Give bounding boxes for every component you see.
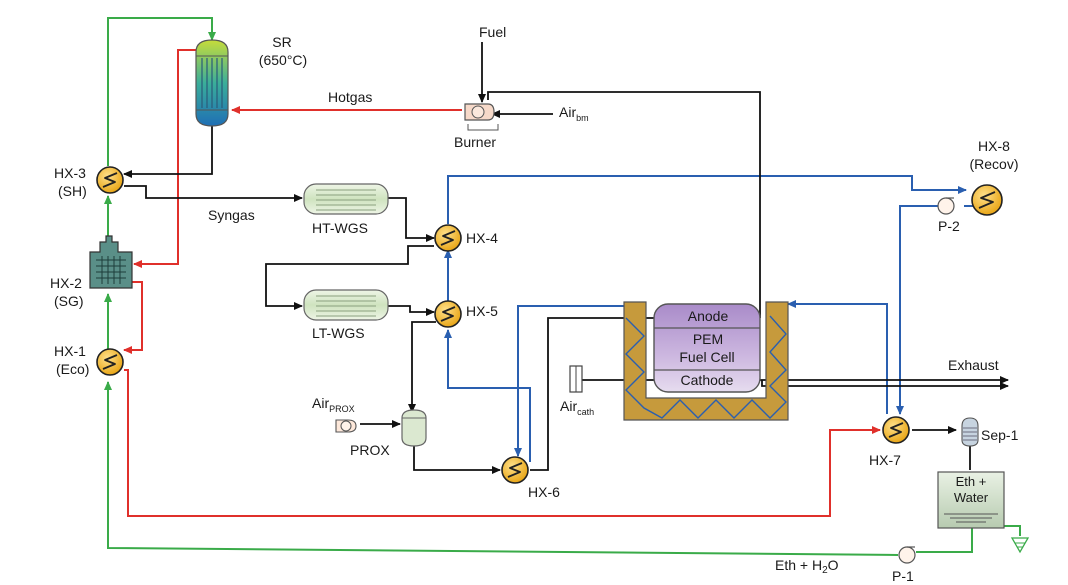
tank-to-p1-line xyxy=(916,528,973,553)
air-prox-label: AirPROX xyxy=(312,395,355,414)
p2-to-hx7-line xyxy=(896,205,946,415)
hx4-to-ltwgs-line xyxy=(265,245,434,310)
sr-name-label: SR xyxy=(272,34,292,50)
hx2-role-label: (SG) xyxy=(54,293,84,309)
burner-icon[interactable] xyxy=(464,103,499,131)
lt-wgs-label: LT-WGS xyxy=(312,325,365,341)
hx3-to-sr-line xyxy=(107,17,216,166)
hx2-name-label: HX-2 xyxy=(50,275,82,291)
hx3-name-label: HX-3 xyxy=(54,165,86,181)
air-filter-icon[interactable] xyxy=(569,365,583,393)
blue-cooling-streams xyxy=(444,175,988,462)
pem-label: PEM xyxy=(692,331,724,347)
sr-to-hx3-line xyxy=(123,126,213,178)
p1-label: P-1 xyxy=(892,568,914,584)
p2-label: P-2 xyxy=(938,218,960,234)
hx1-role-label: (Eco) xyxy=(56,361,90,377)
jacket-to-hx6-line xyxy=(514,305,628,457)
hx5-heat-exchanger-icon[interactable] xyxy=(434,300,462,328)
hx6-heat-exchanger-icon[interactable] xyxy=(501,456,529,484)
hx5-to-prox-line xyxy=(408,321,436,413)
p1-to-hx1-line xyxy=(104,381,899,556)
hx4-label: HX-4 xyxy=(466,230,498,246)
fuel-label: Fuel xyxy=(479,24,507,40)
ht-wgs-label: HT-WGS xyxy=(312,220,368,236)
fuel-cell-icon[interactable] xyxy=(653,303,761,393)
sr-fluegas-line xyxy=(133,49,196,268)
eth-water-line2: Water xyxy=(953,490,989,505)
hx3-heat-exchanger-icon[interactable] xyxy=(96,166,124,194)
steam-reformer-icon[interactable] xyxy=(195,39,229,127)
cathode-label: Cathode xyxy=(680,372,734,388)
htwgs-to-hx4-line xyxy=(388,197,435,242)
eth-h2o-label: Eth + H2O xyxy=(775,557,839,576)
hx8-heat-exchanger-icon[interactable] xyxy=(971,184,1003,216)
hx5-label: HX-5 xyxy=(466,303,498,319)
tank-icon[interactable] xyxy=(937,471,1005,529)
lt-wgs-reactor-icon[interactable] xyxy=(303,289,389,321)
hx7-to-jacket-line xyxy=(787,300,888,414)
green-water-streams xyxy=(104,17,1021,556)
air-cath-label: Aircath xyxy=(560,398,595,417)
sr-temp-label: (650°C) xyxy=(258,52,308,68)
steam-generator-icon[interactable] xyxy=(89,235,133,289)
ltwgs-to-hx5-line xyxy=(388,305,435,316)
prox-to-hx6-line xyxy=(413,446,501,474)
anode-label: Anode xyxy=(687,308,729,324)
prox-reactor-icon[interactable] xyxy=(401,409,427,447)
heat-exchangers xyxy=(96,166,1003,484)
syngas-line xyxy=(124,185,303,202)
anode-offgas-line xyxy=(487,91,761,318)
eth-water-line1: Eth + xyxy=(955,474,987,489)
hx6-to-hx5-line xyxy=(444,329,531,462)
sep1-label: Sep-1 xyxy=(981,427,1019,443)
pump-icon-p2[interactable] xyxy=(937,197,955,215)
hx8-name-label: HX-8 xyxy=(978,138,1010,154)
hx7-label: HX-7 xyxy=(869,452,901,468)
burner-label: Burner xyxy=(454,134,497,150)
blower-icon[interactable] xyxy=(335,419,357,433)
hx6-label: HX-6 xyxy=(528,484,560,500)
hx1-to-hx7-line xyxy=(124,369,881,517)
hx8-role-label: (Recov) xyxy=(969,156,1019,172)
separator-icon[interactable] xyxy=(961,417,979,447)
hx3-role-label: (SH) xyxy=(58,183,87,199)
hx1-name-label: HX-1 xyxy=(54,343,86,359)
ht-wgs-reactor-icon[interactable] xyxy=(303,183,389,215)
syngas-label: Syngas xyxy=(208,207,255,223)
air-bm-label: Airbm xyxy=(559,104,589,123)
hx7-heat-exchanger-icon[interactable] xyxy=(882,416,910,444)
hx4-to-hx8-line xyxy=(447,175,967,224)
hx6-to-anode-line xyxy=(530,314,677,471)
prox-label: PROX xyxy=(350,442,390,458)
hx4-heat-exchanger-icon[interactable] xyxy=(434,224,462,252)
fuel-cell-jacket xyxy=(623,301,789,421)
fuel-cell-label: Fuel Cell xyxy=(679,349,735,365)
pump-icon-p1[interactable] xyxy=(898,546,916,564)
hotgas-label: Hotgas xyxy=(328,89,373,105)
hx1-heat-exchanger-icon[interactable] xyxy=(96,348,124,376)
exhaust-label: Exhaust xyxy=(948,357,999,373)
exhaust-line-2 xyxy=(761,380,1009,390)
ground-icon xyxy=(1010,537,1030,554)
hx2-to-hx1-line xyxy=(123,281,143,354)
red-hot-streams xyxy=(123,49,881,517)
